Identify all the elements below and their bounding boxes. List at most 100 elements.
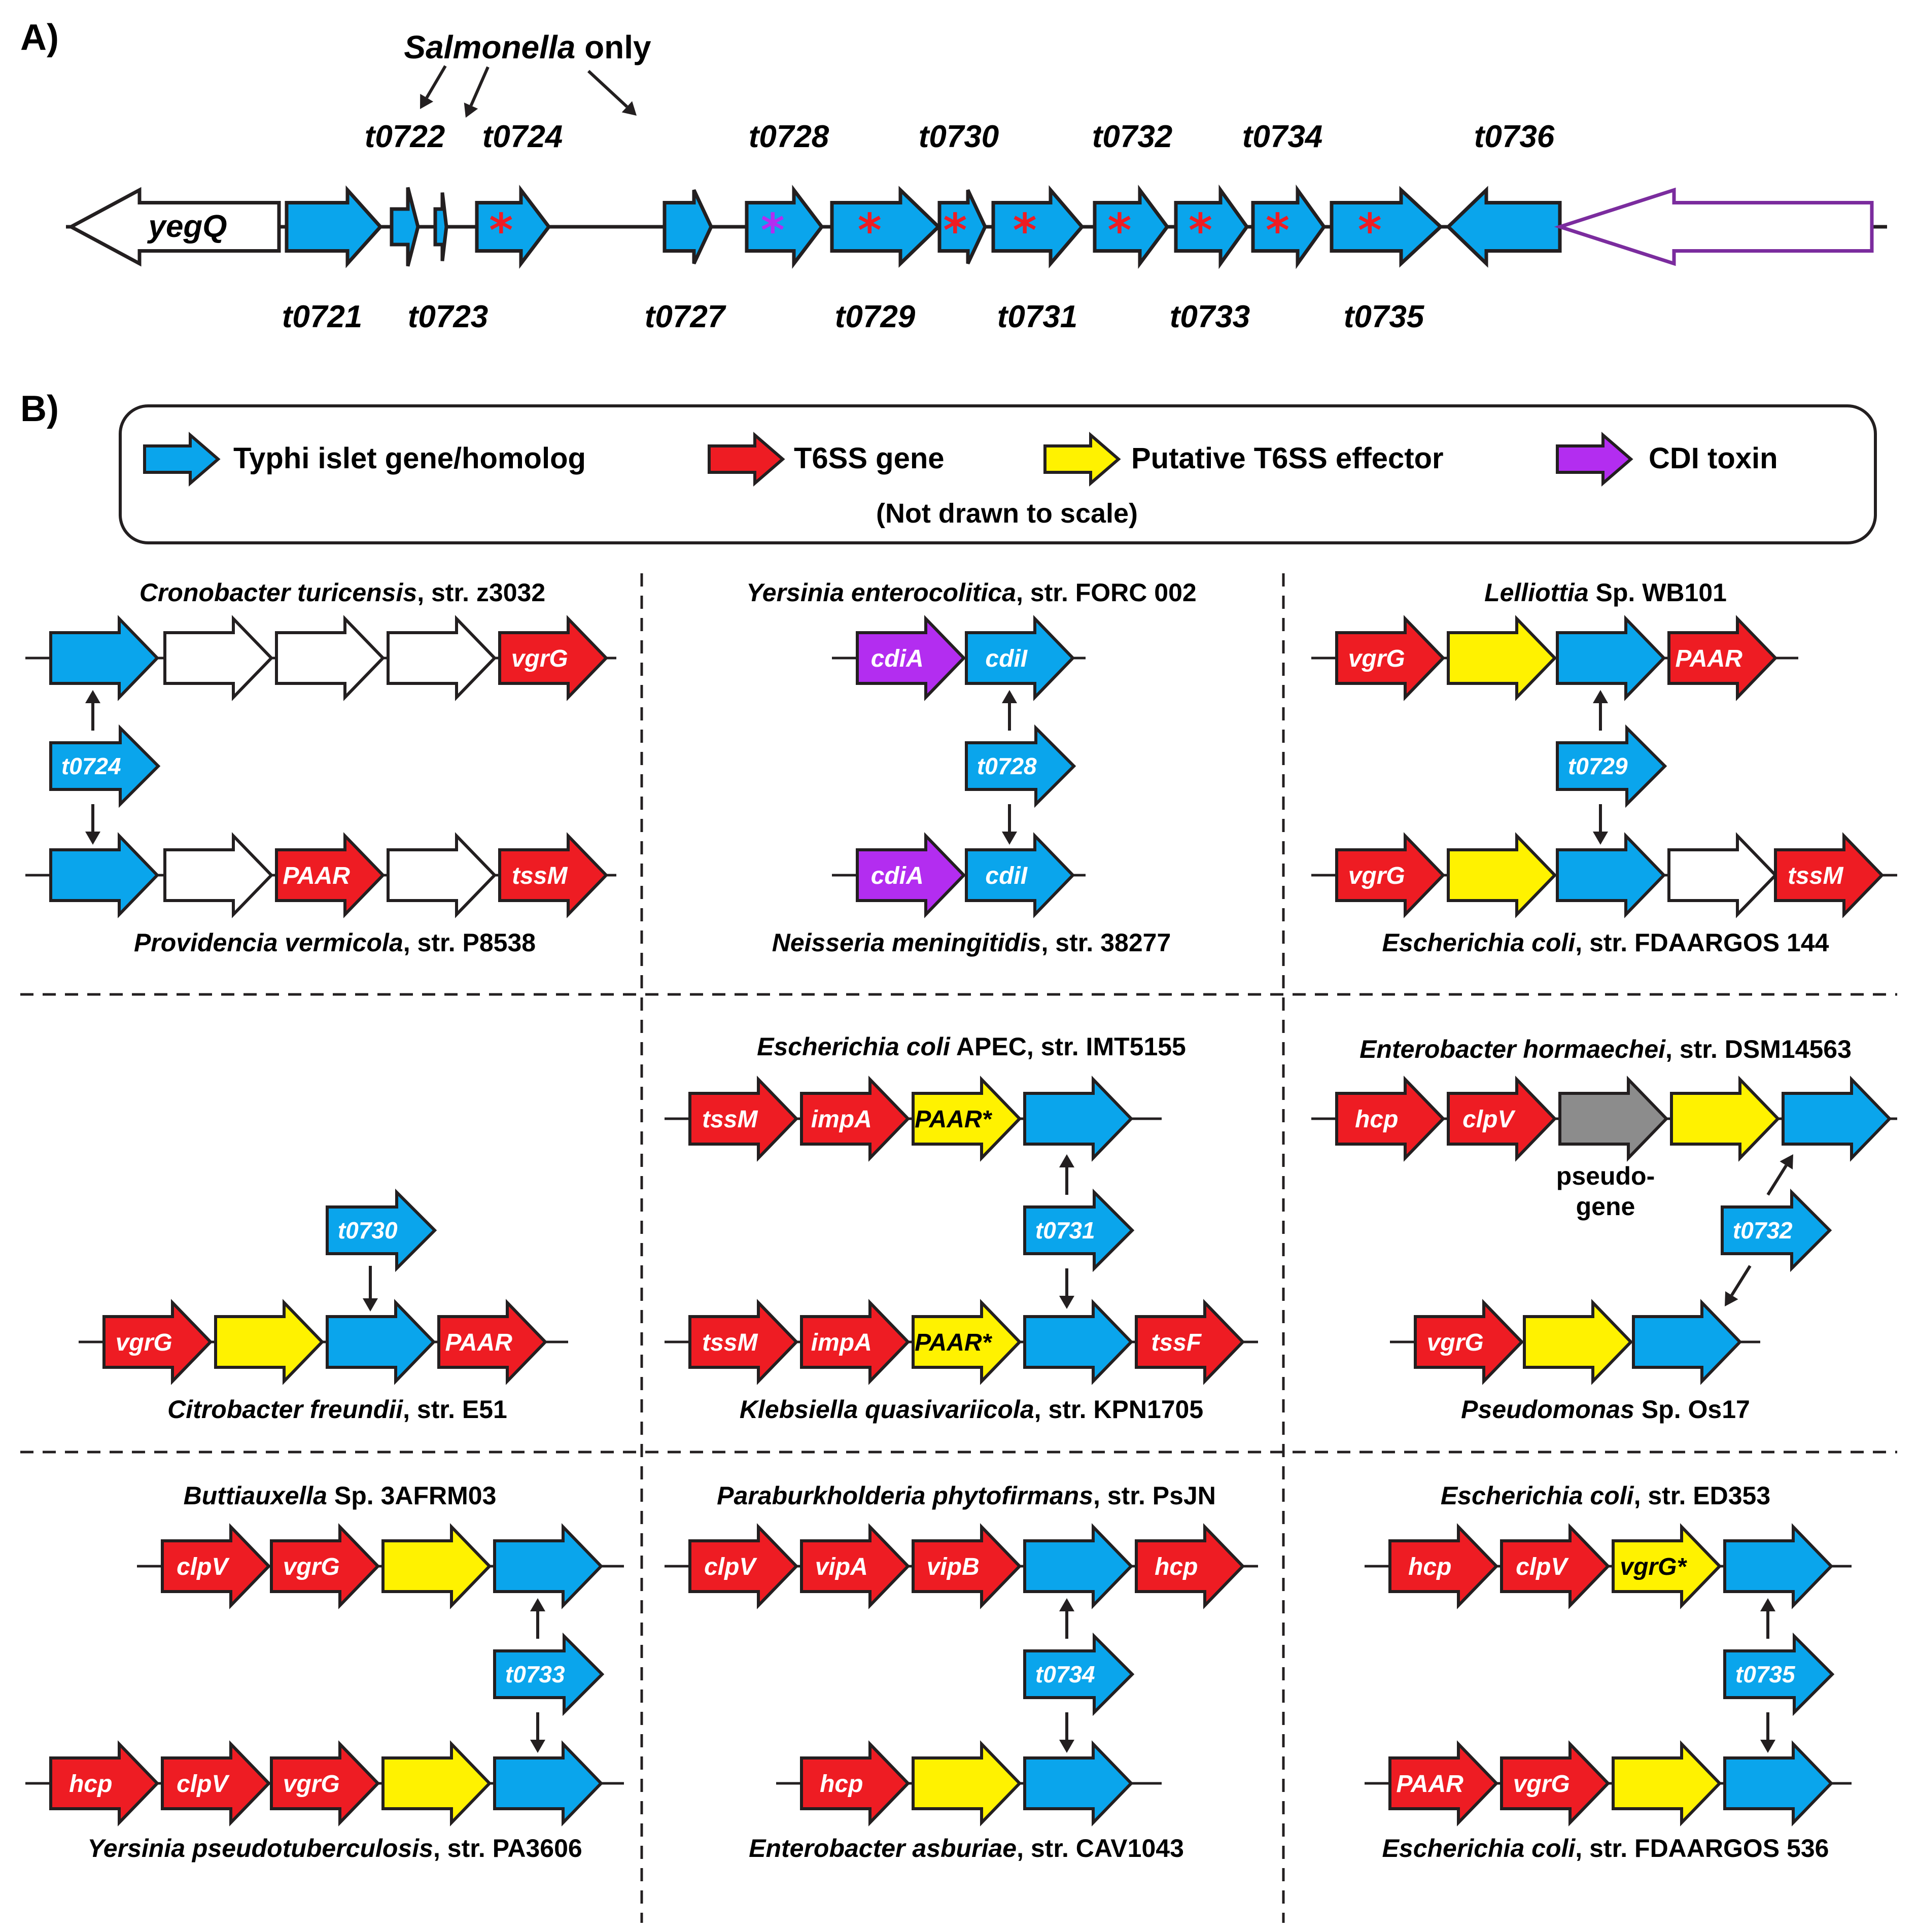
organism-label: Citrobacter freundii, str. E51 — [167, 1395, 507, 1424]
gene-arrow-label: hcp — [1355, 1106, 1398, 1133]
gene-arrow — [161, 1523, 271, 1609]
gene-arrow-label: vgrG — [1348, 862, 1405, 889]
gene-arrow-label: vgrG — [1513, 1771, 1570, 1798]
gene-arrow — [270, 1523, 380, 1609]
gene-arrow — [800, 1523, 911, 1609]
gene-arrow-t0736 — [1445, 186, 1562, 268]
gene-arrow-t0722 — [390, 187, 420, 267]
gene-arrow-label: PAAR — [283, 862, 351, 889]
organism-label: Yersinia enterocolitica, str. FORC 002 — [746, 578, 1196, 607]
gene-arrow-label: tssM — [702, 1329, 758, 1356]
gene-arrow — [1447, 832, 1557, 918]
gene-arrow — [1612, 1523, 1722, 1609]
gene-arrow — [1335, 1076, 1446, 1162]
gene-arrow — [965, 832, 1075, 918]
gene-arrow-label: vipA — [815, 1554, 868, 1580]
gene-arrow-label: impA — [811, 1106, 872, 1133]
salmonella-only-note: Salmonella only — [404, 29, 651, 65]
gene-arrow — [1670, 1076, 1781, 1162]
gene-arrow-label: hcp — [1408, 1554, 1451, 1580]
organism-label: Cronobacter turicensis, str. z3032 — [140, 578, 545, 607]
organism-label: Enterobacter asburiae, str. CAV1043 — [749, 1834, 1184, 1862]
gene-arrow-label: vgrG — [283, 1771, 340, 1798]
star-marker: * — [761, 204, 785, 257]
organism-rest: Sp. Os17 — [1634, 1395, 1750, 1424]
organism-italic: Enterobacter hormaechei — [1359, 1035, 1666, 1063]
gene-arrow-label: vipB — [927, 1554, 980, 1580]
organism-label: Providencia vermicola, str. P8538 — [134, 928, 536, 957]
gene-arrow — [498, 615, 609, 701]
gene-arrow-label: impA — [811, 1329, 872, 1356]
gene-arrow — [1135, 1299, 1245, 1385]
gene-label-yegq: yegQ — [147, 209, 227, 244]
gene-arrow — [381, 1523, 492, 1609]
organism-label: Enterobacter hormaechei, str. DSM14563 — [1359, 1035, 1852, 1063]
gene-arrow — [1612, 1740, 1722, 1826]
gene-arrow — [1667, 832, 1778, 918]
gene-label-t0731: t0731 — [997, 299, 1078, 334]
gene-arrow — [1447, 615, 1557, 701]
homolog-pointer — [1766, 1164, 1788, 1196]
gene-arrow-label: clpV — [177, 1771, 230, 1798]
gene-label-t0736: t0736 — [1474, 119, 1555, 154]
organism-rest: APEC, str. IMT5155 — [950, 1032, 1186, 1061]
organism-label: Escherichia coli, str. FDAARGOS 536 — [1382, 1834, 1829, 1862]
gene-arrow-yegq — [67, 187, 281, 267]
gene-arrow — [965, 615, 1075, 701]
organism-italic: Klebsiella quasivariicola — [740, 1395, 1034, 1424]
gene-label-t0734: t0734 — [1242, 119, 1323, 154]
legend-swatch-cdi — [1556, 431, 1633, 487]
gene-arrow-t0727 — [662, 189, 713, 264]
gene-arrow — [856, 832, 966, 918]
gene-arrow — [214, 1299, 325, 1385]
star-marker: * — [858, 204, 882, 257]
homolog-pointer-head — [1059, 1598, 1074, 1611]
gene-label-t0724: t0724 — [482, 119, 563, 154]
salmonella-pointer — [469, 66, 490, 107]
gene-arrow — [1667, 615, 1778, 701]
gene-arrow — [1556, 615, 1666, 701]
connector-lines — [20, 65, 1897, 1923]
homolog-pointer-head — [530, 1598, 545, 1611]
organism-rest: Sp. 3AFRM03 — [327, 1481, 496, 1510]
homolog-pointer-head — [85, 690, 100, 703]
gene-arrow-t0734 — [1251, 184, 1327, 269]
gene-arrow-label: tssM — [1788, 862, 1843, 889]
gene-arrow — [1135, 1523, 1245, 1609]
gene-arrow — [1388, 1523, 1499, 1609]
organism-label: Buttiauxella Sp. 3AFRM03 — [184, 1481, 497, 1510]
gene-arrow — [275, 832, 386, 918]
gene-arrow — [163, 615, 274, 701]
gene-arrow-t0724 — [475, 185, 551, 269]
gene-arrow-label: clpV — [177, 1554, 230, 1580]
organism-rest: , str. z3032 — [417, 578, 545, 607]
gene-arrow — [1335, 832, 1446, 918]
panel-b-label: B) — [20, 389, 59, 429]
gene-arrow-label: vgrG* — [1620, 1554, 1687, 1580]
organism-rest: , str. FDAARGOS 144 — [1575, 928, 1829, 957]
gene-arrow-t0733 — [1174, 184, 1249, 269]
gene-arrow-label: t0724 — [61, 753, 121, 779]
legend-box — [119, 404, 1877, 544]
gene-arrows — [49, 184, 1892, 1826]
homolog-pointer-head — [1593, 690, 1608, 703]
gene-arrow-label: t0732 — [1733, 1217, 1793, 1244]
gene-arrow — [1500, 1740, 1611, 1826]
organism-italic: Providencia vermicola — [134, 928, 403, 957]
organism-italic: Pseudomonas — [1461, 1395, 1634, 1424]
organism-rest: , str. CAV1043 — [1017, 1834, 1184, 1862]
gene-arrow — [1556, 832, 1666, 918]
gene-arrow — [912, 1523, 1022, 1609]
gene-label-t0729: t0729 — [835, 299, 916, 334]
salmonella-pointer — [425, 65, 447, 99]
gene-arrow — [493, 1740, 604, 1826]
gene-arrow-t0735 — [1330, 186, 1444, 268]
homolog-pointer-head — [1002, 690, 1017, 703]
organism-label: Paraburkholderia phytofirmans, str. PsJN — [717, 1481, 1216, 1510]
legend-label-effector: Putative T6SS effector — [1131, 442, 1444, 475]
gene-arrow — [1023, 1523, 1134, 1609]
islet-reference-gene — [326, 1188, 437, 1272]
gene-arrow — [326, 1299, 436, 1385]
gene-arrow-label: hcp — [820, 1771, 863, 1798]
